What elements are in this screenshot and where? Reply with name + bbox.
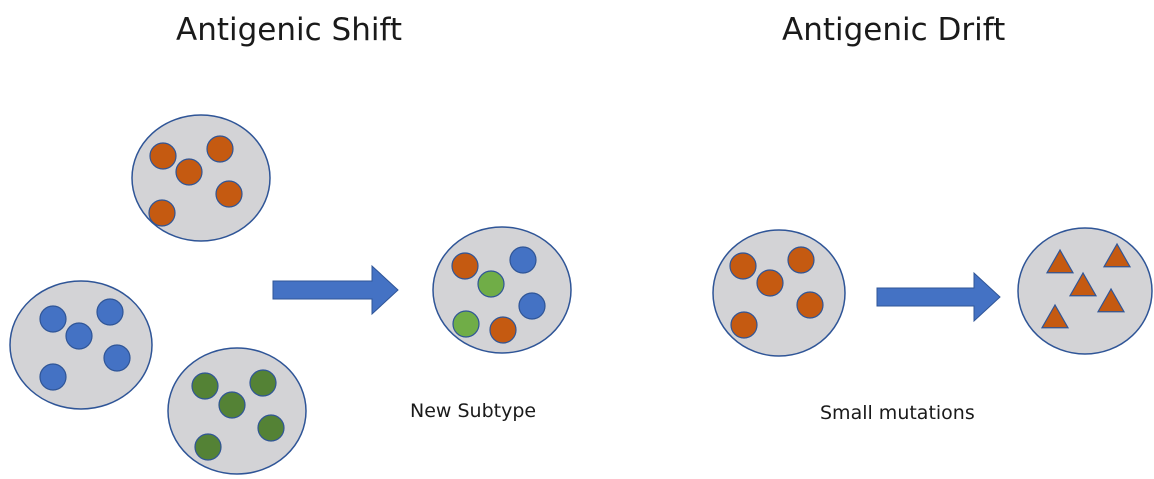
orange-particle [756, 269, 784, 297]
orange-particle [787, 246, 815, 274]
drift-arrow [876, 271, 1001, 323]
blue-particle [96, 298, 124, 326]
new-subtype-caption: New Subtype [410, 400, 537, 422]
green-particle [249, 369, 277, 397]
mutated-triangle-particle [1045, 248, 1075, 274]
orange-particle [149, 142, 177, 170]
green-particle [218, 391, 246, 419]
orange-particle [730, 311, 758, 339]
shift-arrow [272, 264, 399, 316]
mutated-triangle-particle [1040, 303, 1070, 329]
blue-particle [509, 246, 537, 274]
orange-particle [451, 252, 479, 280]
blue-particle [39, 305, 67, 333]
antigenic-drift-title: Antigenic Drift [782, 12, 1006, 48]
orange-particle [175, 158, 203, 186]
light-green-particle [452, 310, 480, 338]
blue-particle [39, 363, 67, 391]
orange-particle [215, 180, 243, 208]
orange-particle [796, 291, 824, 319]
mutated-triangle-particle [1096, 287, 1126, 313]
blue-particle [65, 322, 93, 350]
orange-particle [206, 135, 234, 163]
small-mutations-caption: Small mutations [820, 402, 975, 424]
green-particle [194, 433, 222, 461]
light-green-particle [477, 270, 505, 298]
green-particle [257, 414, 285, 442]
orange-particle [729, 252, 757, 280]
green-particle [191, 372, 219, 400]
mutated-triangle-particle [1068, 271, 1098, 297]
blue-particle [518, 292, 546, 320]
antigenic-shift-title: Antigenic Shift [176, 12, 402, 48]
orange-particle [148, 199, 176, 227]
orange-particle [489, 316, 517, 344]
blue-particle [103, 344, 131, 372]
mutated-triangle-particle [1102, 242, 1132, 268]
